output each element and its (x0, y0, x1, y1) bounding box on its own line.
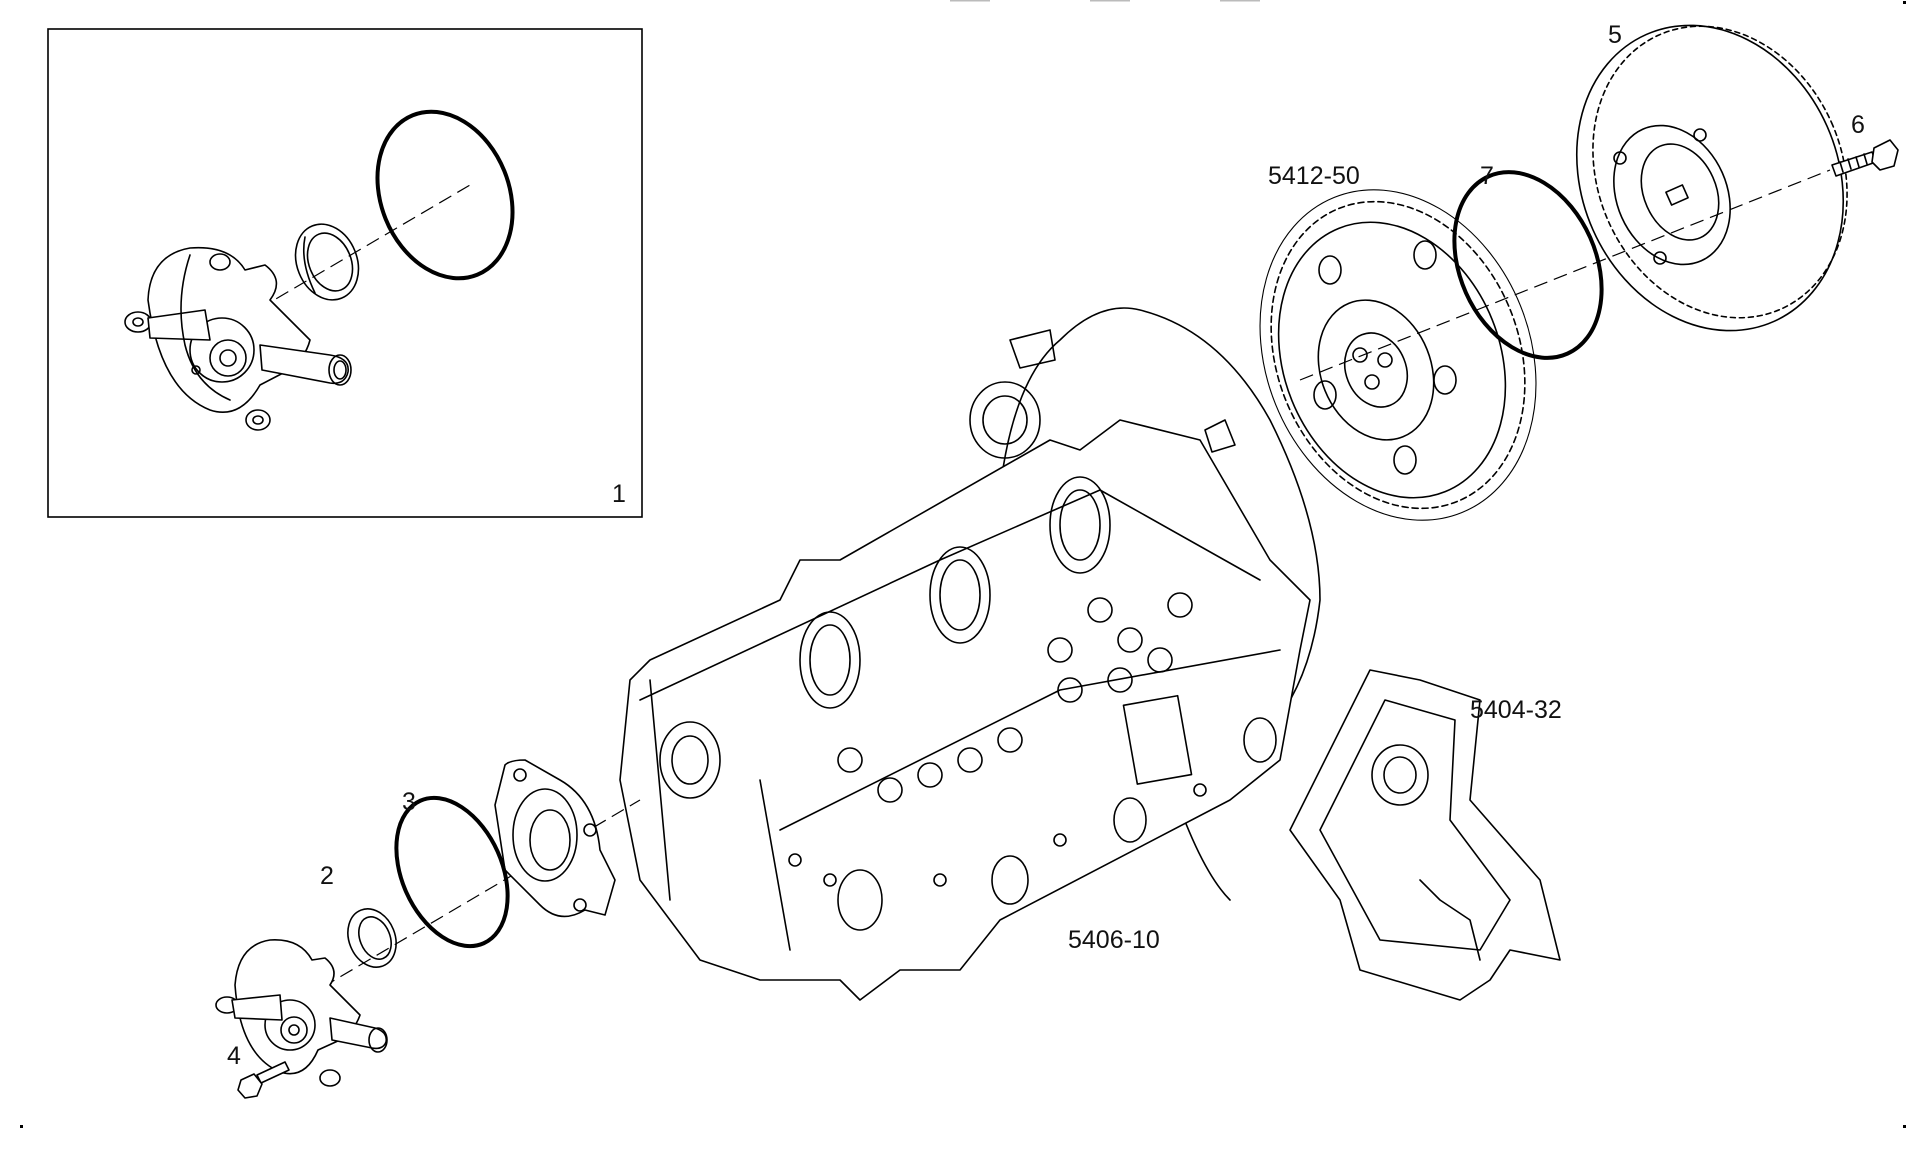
pump-housing (215, 939, 388, 1087)
callout-2: 2 (320, 862, 334, 890)
pump-mounting-plate (494, 759, 616, 918)
callout-5406-10: 5406-10 (1068, 926, 1160, 954)
small-seal (347, 908, 397, 968)
callout-5: 5 (1608, 21, 1622, 49)
engine-block (619, 307, 1321, 1001)
timing-gear (1259, 189, 1537, 521)
kit-seal-ring (294, 223, 360, 301)
callout-6: 6 (1851, 111, 1865, 139)
callout-1: 1 (612, 480, 626, 508)
callout-3: 3 (402, 788, 416, 816)
large-o-ring (1452, 170, 1604, 360)
front-cover (1289, 669, 1561, 1001)
small-o-ring (394, 795, 510, 949)
callout-4: 4 (227, 1042, 241, 1070)
damper-bolt (1831, 139, 1899, 177)
scan-edge-marks (20, 0, 1906, 1128)
kit-inset-box: 1 (47, 28, 643, 518)
vibration-damper (1575, 24, 1848, 332)
callout-7: 7 (1480, 162, 1494, 190)
callout-5412-50: 5412-50 (1268, 162, 1360, 190)
callout-5404-32: 5404-32 (1470, 696, 1562, 724)
small-bolt (237, 1061, 290, 1099)
kit-pump-housing (124, 246, 352, 431)
